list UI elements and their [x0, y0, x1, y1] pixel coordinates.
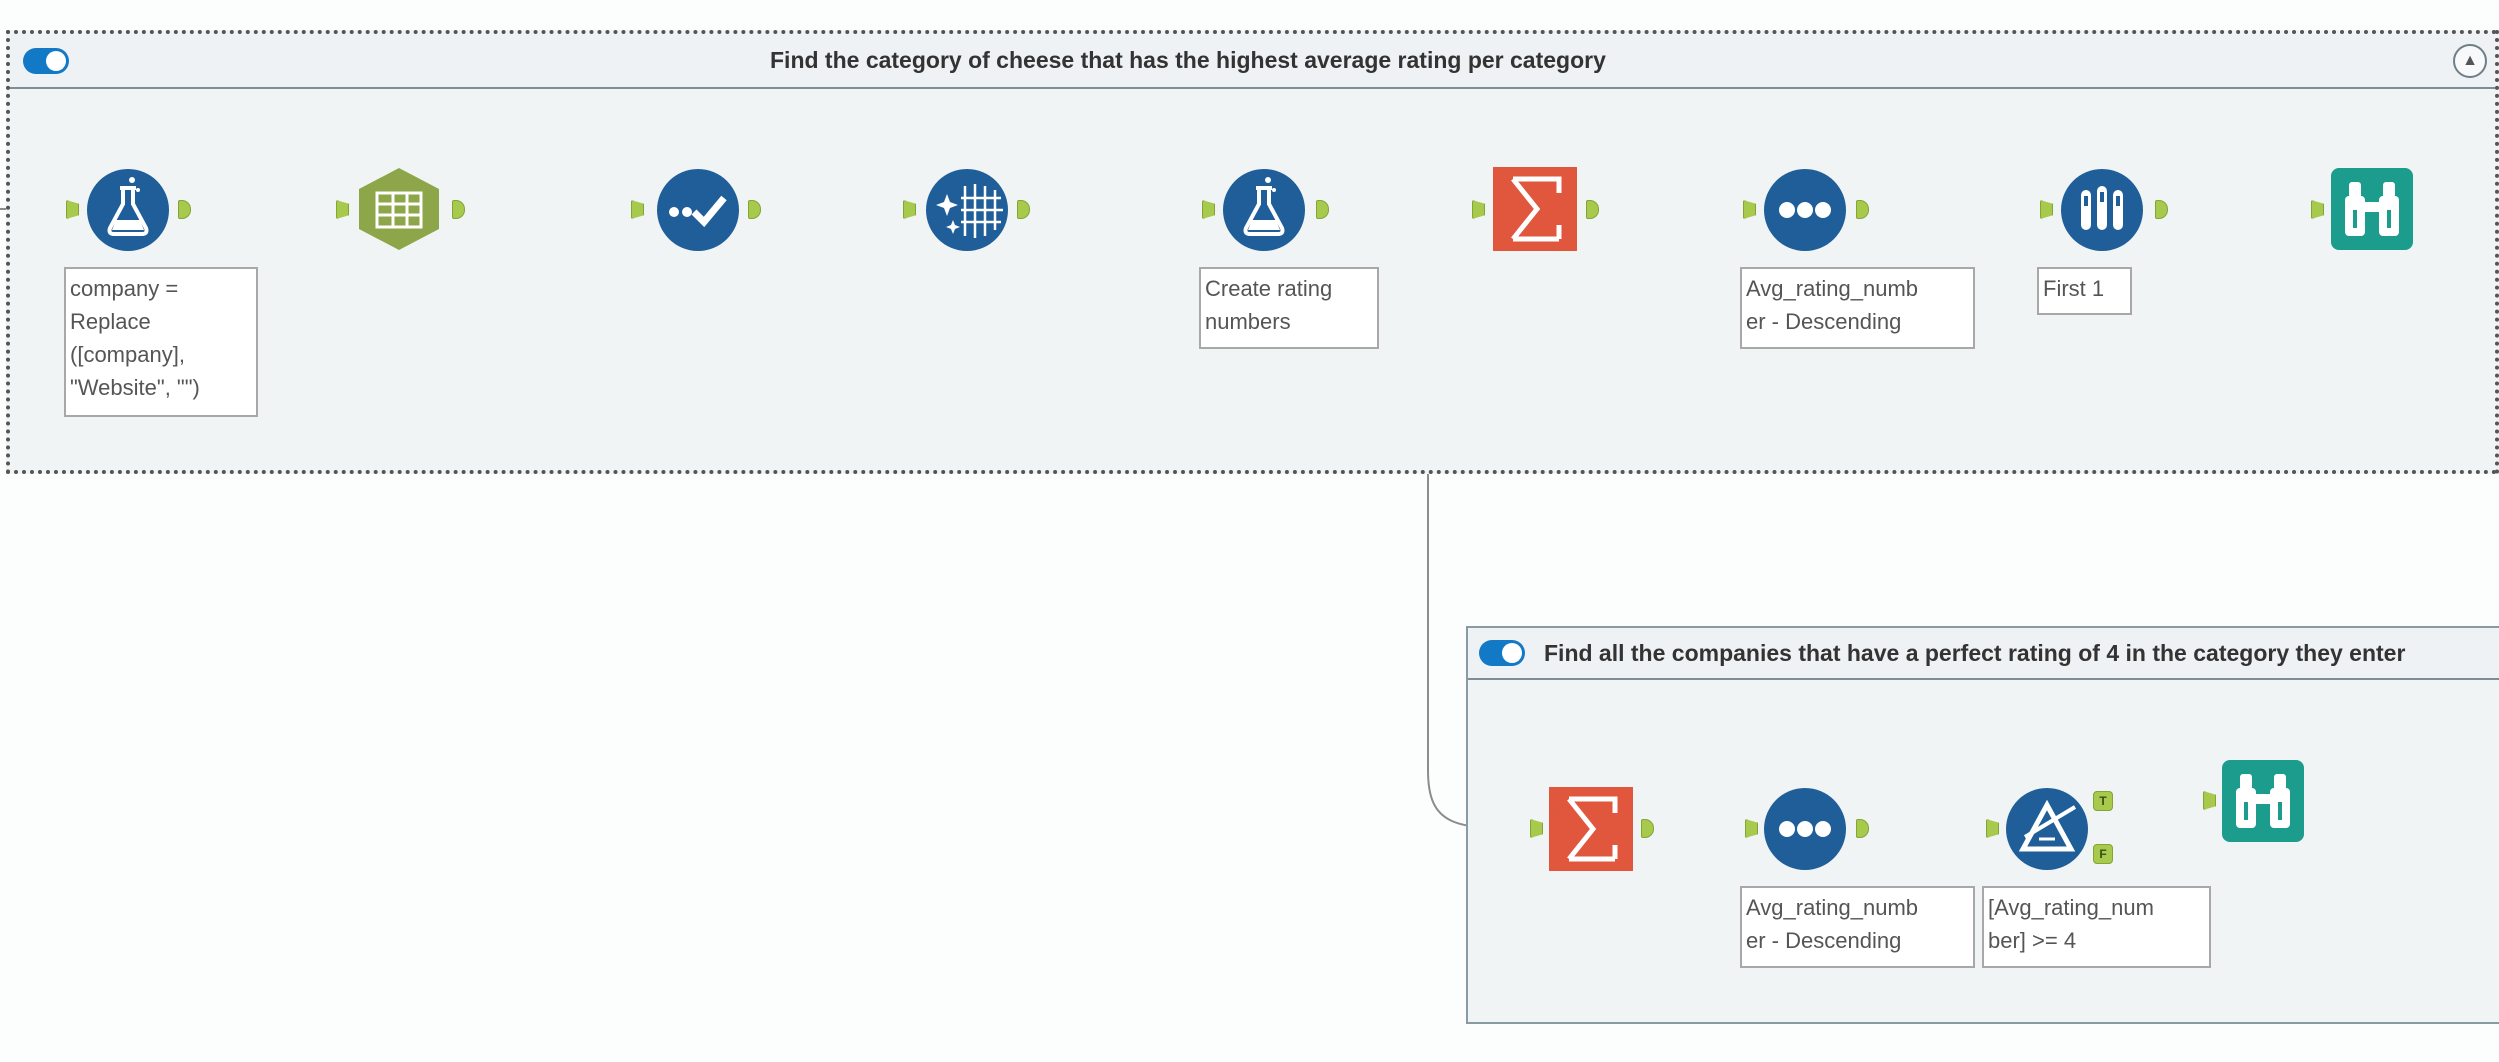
container-toggle[interactable]	[1479, 640, 1525, 666]
output-anchor[interactable]	[1316, 200, 1329, 219]
formula-tool-2[interactable]	[1222, 168, 1306, 252]
true-anchor[interactable]: T	[2093, 791, 2113, 811]
sample-tool[interactable]	[2060, 168, 2144, 252]
filter-triangle-icon	[2006, 788, 2088, 870]
output-anchor[interactable]	[1856, 200, 1869, 219]
container-header[interactable]: Find the category of cheese that has the…	[10, 34, 2495, 89]
output-anchor[interactable]	[748, 200, 761, 219]
data-cleansing-tool[interactable]	[925, 168, 1009, 252]
output-anchor[interactable]	[452, 200, 465, 219]
tool-container-1[interactable]: Find the category of cheese that has the…	[6, 30, 2499, 474]
browse-tool-1[interactable]	[2331, 168, 2413, 250]
toggle-knob	[46, 51, 66, 71]
tool-annotation: [Avg_rating_num ber] >= 4	[1982, 886, 2211, 968]
sparkle-grid-icon	[926, 169, 1008, 251]
output-anchor[interactable]	[2155, 200, 2168, 219]
three-dots-icon	[1764, 169, 1846, 251]
tool-annotation: Avg_rating_numb er - Descending	[1740, 267, 1975, 349]
select-tool[interactable]	[656, 168, 740, 252]
binoculars-icon	[2331, 168, 2413, 250]
sort-tool-1[interactable]	[1763, 168, 1847, 252]
test-tubes-icon	[2061, 169, 2143, 251]
output-anchor[interactable]	[1586, 200, 1599, 219]
output-anchor[interactable]	[1856, 819, 1869, 838]
browse-tool-2[interactable]	[2222, 760, 2304, 842]
output-anchor[interactable]	[178, 200, 191, 219]
tool-annotation: company = Replace ([company], "Website",…	[64, 267, 258, 417]
tool-annotation: Avg_rating_numb er - Descending	[1740, 886, 1975, 968]
binoculars-icon	[2222, 760, 2304, 842]
flask-icon	[87, 169, 169, 251]
output-anchor[interactable]	[1017, 200, 1030, 219]
container-header[interactable]: Find all the companies that have a perfe…	[1468, 628, 2499, 680]
chevron-up-icon[interactable]: ▲	[2453, 44, 2487, 78]
three-dots-icon	[1764, 788, 1846, 870]
summarize-tool-2[interactable]	[1549, 787, 1633, 871]
toggle-knob	[1502, 643, 1522, 663]
table-hexagon-icon	[359, 168, 439, 250]
formula-tool-1[interactable]	[86, 168, 170, 252]
check-dots-icon	[657, 169, 739, 251]
summarize-tool-1[interactable]	[1493, 167, 1577, 251]
container-title: Find all the companies that have a perfe…	[1544, 640, 2406, 666]
sigma-icon	[1549, 787, 1633, 871]
container-toggle[interactable]	[23, 48, 69, 74]
sigma-icon	[1493, 167, 1577, 251]
tool-annotation: First 1	[2037, 267, 2132, 315]
container-title: Find the category of cheese that has the…	[770, 47, 1606, 73]
flask-icon	[1223, 169, 1305, 251]
false-anchor[interactable]: F	[2093, 844, 2113, 864]
output-anchor[interactable]	[1641, 819, 1654, 838]
sort-tool-2[interactable]	[1763, 787, 1847, 871]
filter-tool[interactable]	[2005, 787, 2089, 871]
tool-annotation: Create rating numbers	[1199, 267, 1379, 349]
cross-tab-tool[interactable]	[355, 166, 443, 252]
